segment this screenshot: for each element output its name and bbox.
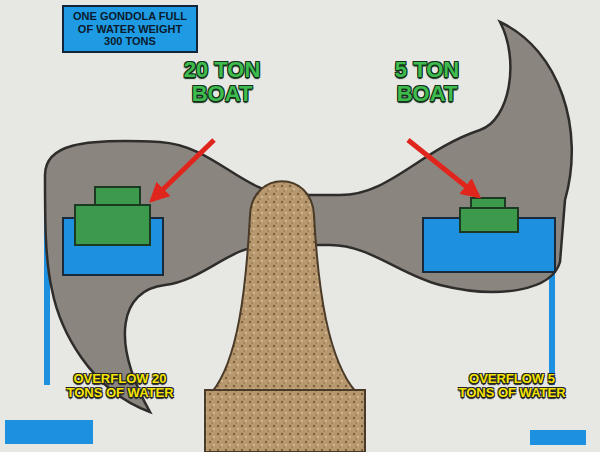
box-text: ONE GONDOLA FULL OF WATER WEIGHT 300 TON… [70,10,190,48]
info-box: ONE GONDOLA FULL OF WATER WEIGHT 300 TON… [62,5,198,53]
overflow-pool [530,430,586,445]
boat-cabin [471,198,505,208]
overflow-pool [5,420,93,444]
boat-label: 20 TON BOAT [157,58,287,106]
overflow-label: OVERFLOW 5 TONS OF WATER [457,372,567,401]
gondola [45,22,572,412]
boat-hull [75,205,150,245]
pointer-arrow [152,140,214,200]
pointer-arrow [408,140,478,196]
boat-hull [460,208,518,232]
boat-cabin [95,187,140,205]
overflow-label: OVERFLOW 20 TONS OF WATER [61,372,179,401]
pedestal-base [205,390,365,452]
boat-label: 5 TON BOAT [362,58,492,106]
pedestal [212,181,356,392]
